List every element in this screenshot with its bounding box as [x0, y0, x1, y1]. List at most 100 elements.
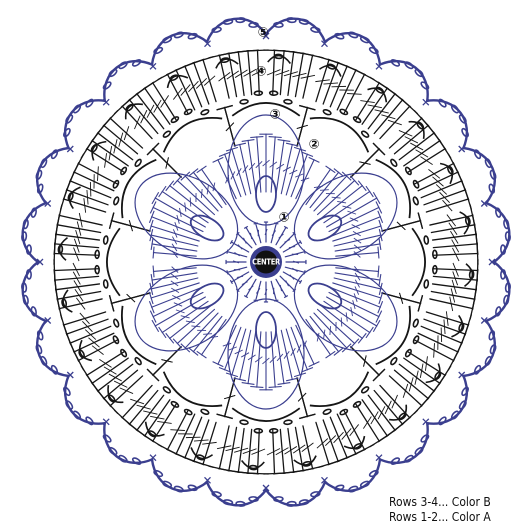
stitch-slash — [209, 336, 218, 337]
chain-stitch — [63, 386, 72, 396]
chain-stitch — [327, 63, 336, 69]
stitch-top — [250, 137, 263, 138]
chain-stitch — [424, 280, 429, 288]
chain-loop — [65, 100, 105, 148]
round-number-3: ③ — [269, 108, 280, 123]
chain-stitch — [85, 416, 94, 426]
stitch-slash — [251, 233, 252, 239]
chain-stitch — [40, 356, 48, 366]
chain-loop — [104, 423, 152, 463]
stitch-top — [309, 157, 320, 162]
chain-stitch — [433, 250, 437, 258]
chain-arch — [216, 59, 238, 68]
chain-stitch — [112, 335, 119, 344]
chain-stitch — [420, 81, 430, 90]
chain-stitch — [35, 344, 42, 354]
chain-stitch — [50, 149, 58, 159]
chain-stitch — [361, 386, 370, 394]
chain-stitch — [450, 410, 459, 420]
chain-stitch — [339, 108, 348, 115]
stitch-top — [326, 351, 336, 358]
stitch-slash — [280, 285, 281, 291]
chain-stitch — [270, 429, 278, 433]
stitch-slash — [332, 197, 341, 198]
stitch-top — [366, 327, 373, 338]
stitch-slash — [92, 346, 103, 355]
chain-stitch — [103, 236, 108, 244]
legend-rows-3-4: Rows 3-4... Color B — [389, 495, 514, 510]
chain-stitch — [118, 61, 128, 70]
stitch-slash — [385, 401, 391, 414]
chain-stitch — [339, 408, 348, 415]
stitch-slash — [87, 190, 88, 205]
svg-text:①: ① — [278, 211, 289, 226]
chain-loop — [152, 459, 207, 490]
chain-stitch — [134, 357, 142, 366]
chain-stitch — [102, 81, 112, 90]
chain-stitch — [458, 323, 464, 332]
chain-stitch — [405, 349, 413, 358]
chain-stitch — [65, 400, 74, 410]
stitch-slash — [181, 84, 190, 95]
chain-stitch — [254, 429, 262, 433]
chain-stitch — [412, 196, 419, 205]
stitch-slash — [114, 381, 127, 387]
chain-stitch — [162, 480, 172, 488]
chain-stitch — [414, 446, 424, 455]
stitch-top — [309, 362, 320, 367]
chain-stitch — [65, 114, 74, 124]
stitch-slash — [147, 105, 154, 118]
chain-stitch — [461, 386, 470, 396]
chain-stitch — [489, 170, 496, 180]
chain-stitch — [50, 365, 58, 375]
chain-loop — [427, 100, 467, 148]
stitch-slash — [405, 137, 418, 143]
chain-stitch — [170, 116, 179, 124]
chain-arch — [412, 228, 425, 295]
chain-stitch — [240, 420, 248, 425]
chain-stitch — [404, 454, 414, 463]
chain-loop — [65, 376, 105, 424]
chain-stitch — [153, 46, 163, 54]
stitch-top — [159, 327, 166, 338]
chain-stitch — [405, 166, 413, 175]
stitch-slash — [204, 76, 215, 86]
chain-arch — [107, 228, 120, 295]
stitch-slash — [203, 334, 212, 335]
chain-loop — [427, 376, 467, 424]
stitch-slash — [342, 206, 351, 208]
stitch-slash — [323, 83, 338, 84]
chain-stitch — [132, 457, 142, 466]
chain-arch — [242, 461, 265, 469]
chain-stitch — [284, 99, 292, 104]
chain-stitch — [438, 98, 447, 108]
svg-text:②: ② — [308, 138, 319, 153]
stitch-slash — [409, 377, 413, 391]
chain-stitch — [153, 470, 163, 478]
stitch-slash — [324, 330, 325, 339]
chain-stitch — [120, 349, 128, 358]
svg-text:④: ④ — [255, 65, 266, 80]
chain-stitch — [200, 109, 209, 116]
chain-loop — [463, 321, 494, 376]
stitch-slash — [238, 245, 242, 250]
chain-stitch — [270, 91, 278, 95]
stitch-top — [166, 333, 174, 343]
stitch-slash — [346, 312, 347, 321]
chain-stitch — [438, 416, 447, 426]
chain-stitch — [162, 386, 171, 394]
stitch-slash — [341, 317, 342, 326]
chain-arch — [451, 315, 462, 336]
stitch-slash — [97, 166, 98, 181]
stitch-top — [227, 250, 228, 254]
chain-stitch — [412, 335, 419, 344]
chain-stitch — [240, 99, 248, 104]
chain-arch — [319, 66, 340, 77]
svg-text:⑤: ⑤ — [257, 26, 268, 41]
stitch-slash — [428, 169, 439, 178]
stitch-slash — [432, 177, 443, 186]
chain-stitch — [390, 59, 400, 68]
chain-arch — [465, 264, 473, 287]
stitch-top — [166, 181, 174, 191]
stitch-slash — [436, 184, 447, 194]
